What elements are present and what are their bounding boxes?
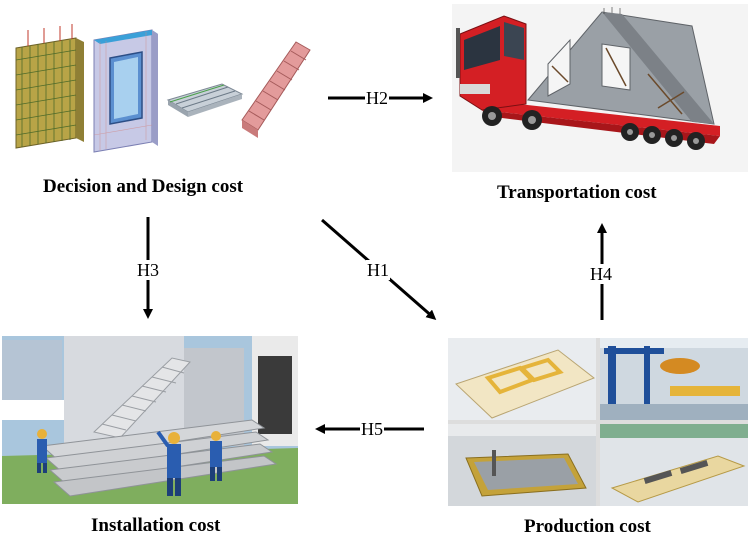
edge-label-h3: H3 — [136, 260, 160, 280]
floor-slab — [166, 83, 244, 117]
production-panel-casting — [448, 424, 596, 506]
production-panel-mould — [448, 338, 596, 420]
workers — [37, 429, 222, 496]
window-wall-panel — [93, 29, 158, 153]
precast-panels-load — [527, 7, 715, 125]
truck-cab — [456, 15, 527, 111]
node-label-production: Production cost — [524, 516, 651, 537]
edge-label-h4: H4 — [589, 264, 613, 284]
node-label-design: Decision and Design cost — [43, 176, 244, 197]
node-label-transport: Transportation cost — [497, 182, 657, 203]
production-panel-crane — [600, 338, 748, 420]
edge-label-h2: H2 — [365, 88, 389, 108]
installed-stair — [92, 357, 191, 439]
node-label-installation: Installation cost — [91, 515, 221, 536]
production-factory-image — [448, 338, 748, 506]
design-components-image — [10, 20, 320, 160]
installation-site-image — [2, 336, 298, 504]
edge-label-h5: H5 — [360, 419, 384, 439]
edge-label-h1: H1 — [366, 260, 390, 280]
production-panel-pallet — [600, 424, 748, 506]
rebar-wall-panel — [15, 24, 84, 149]
transport-truck-image — [452, 4, 748, 172]
stair-component — [241, 41, 311, 138]
